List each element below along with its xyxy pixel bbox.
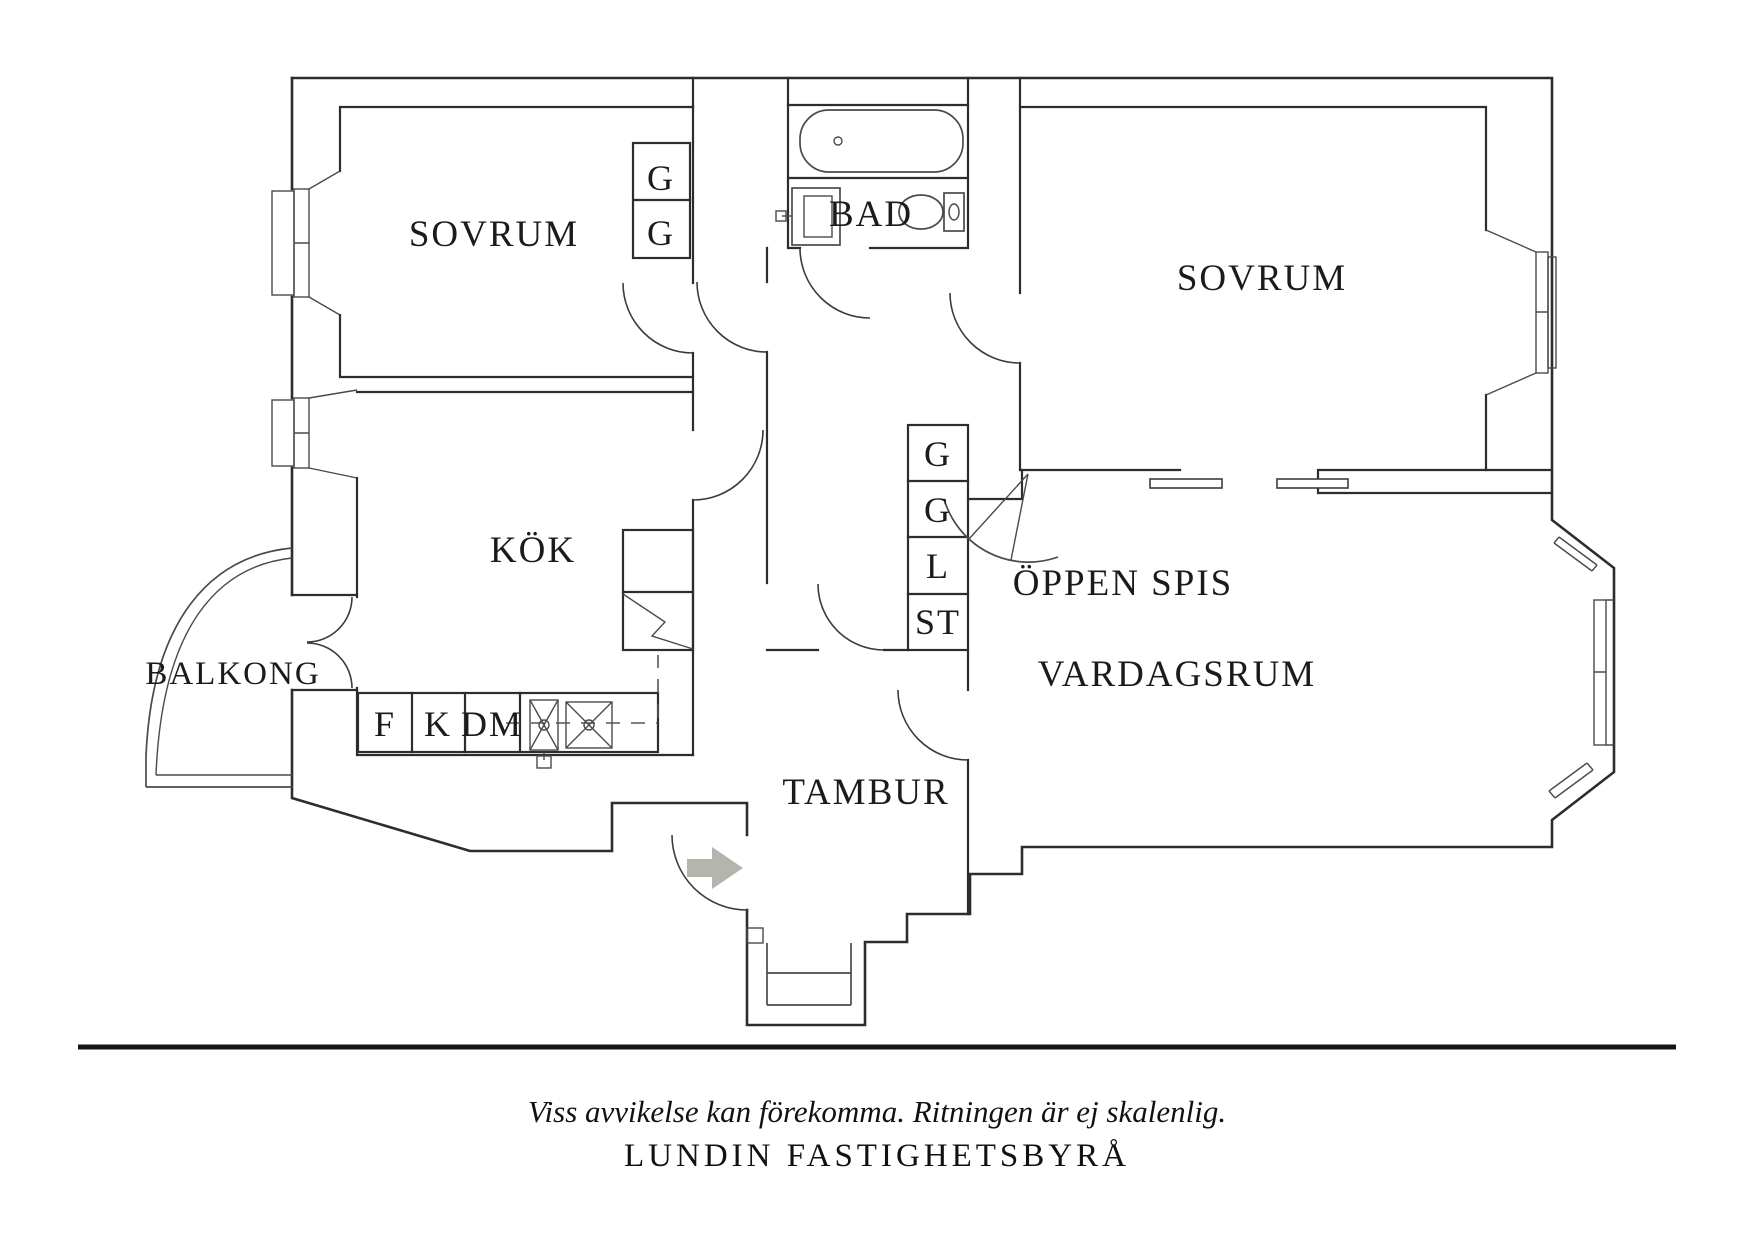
- room-label-balkong: BALKONG: [145, 656, 320, 692]
- footer-company: LUNDIN FASTIGHETSBYRÅ: [624, 1137, 1130, 1174]
- room-label-sovrum-left: SOVRUM: [409, 214, 579, 255]
- bath-sink-icon: [775, 187, 841, 246]
- appliance-label-dishwasher: DM: [461, 704, 523, 744]
- footer-disclaimer: Viss avvikelse kan förekomma. Ritningen …: [528, 1094, 1226, 1129]
- room-label-oppen-spis: ÖPPEN SPIS: [1013, 563, 1234, 604]
- room-label-bad: BAD: [829, 194, 913, 235]
- outer-walls: [290, 76, 1616, 1027]
- room-label-kok: KÖK: [490, 530, 576, 571]
- window-bedroom-right: [1485, 229, 1557, 396]
- toilet-icon: [898, 192, 965, 232]
- closet-label: G: [924, 490, 952, 530]
- balcony-railing: [145, 547, 293, 788]
- closet-bedroom-left: [631, 141, 692, 260]
- footer: Viss avvikelse kan förekomma. Ritningen …: [78, 1044, 1676, 1174]
- window-kitchen: [271, 389, 358, 479]
- pocket-doors: [1149, 478, 1349, 489]
- room-label-tambur: TAMBUR: [782, 772, 949, 813]
- kitchen-cabinet-shaft: [621, 528, 695, 652]
- entrance-arrow-icon: [687, 847, 743, 889]
- closet-label: G: [647, 158, 675, 198]
- closet-label: G: [647, 213, 675, 253]
- bay-windows: [1548, 536, 1614, 799]
- counter-extension-dashed: [506, 655, 659, 724]
- fireplace-icon: [943, 473, 1059, 563]
- room-label-sovrum-right: SOVRUM: [1177, 258, 1347, 299]
- room-label-vardagsrum: VARDAGSRUM: [1038, 654, 1316, 695]
- closet-label: G: [924, 434, 952, 474]
- appliance-label-fridge: F: [374, 704, 396, 744]
- bathtub-icon: [799, 109, 964, 173]
- kitchen-sink-icon: [529, 699, 613, 769]
- stairs-icon: [746, 927, 852, 1006]
- closet-label: ST: [915, 602, 961, 642]
- closet-label: L: [926, 546, 950, 586]
- window-bedroom-left: [271, 170, 341, 316]
- appliance-label-freezer: K: [424, 704, 452, 744]
- door-arcs: [306, 247, 1021, 911]
